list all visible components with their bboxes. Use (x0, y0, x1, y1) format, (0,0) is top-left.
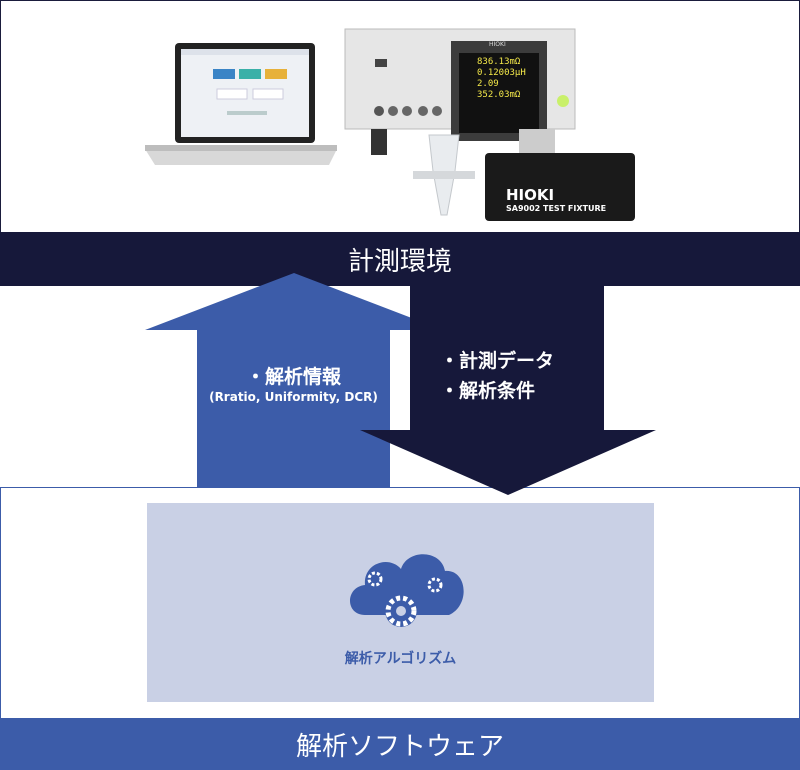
list-item: ・計測データ (440, 350, 555, 372)
fixture-model: SA9002 TEST FIXTURE (506, 204, 607, 213)
analysis-info-metrics: (Rratio, Uniformity, DCR) (209, 390, 378, 404)
fixture-brand: HIOKI (506, 186, 555, 204)
algorithm-label: 解析アルゴリズム (344, 651, 457, 667)
reading: 352.03mΩ (477, 90, 521, 100)
analysis-info-label: ・解析情報 (245, 366, 341, 388)
instrument-brand: HIOKI (489, 41, 506, 48)
list-item: ・解析条件 (440, 380, 536, 402)
laptop-illustration (145, 43, 337, 165)
analysis-software-label: 解析ソフトウェア (0, 718, 800, 770)
test-fixture-illustration (485, 129, 635, 221)
measurement-data-list: ・計測データ ・解析条件 (440, 346, 554, 406)
cloud-gear-icon (350, 554, 464, 627)
measurement-environment-panel: HIOKI 836.13mΩ 0.12003μH 2.09 352.03mΩ H… (0, 0, 800, 233)
measurement-environment-label: 計測環境 (0, 232, 800, 286)
reading: 836.13mΩ (477, 57, 521, 67)
down-arrow (360, 285, 656, 495)
instrument-readings: 836.13mΩ 0.12003μH 2.09 352.03mΩ (477, 57, 526, 101)
reading: 0.12003μH (477, 68, 526, 78)
lcr-meter-illustration (344, 28, 576, 155)
sample-tube-illustration (413, 134, 475, 216)
reading: 2.09 (477, 79, 499, 89)
